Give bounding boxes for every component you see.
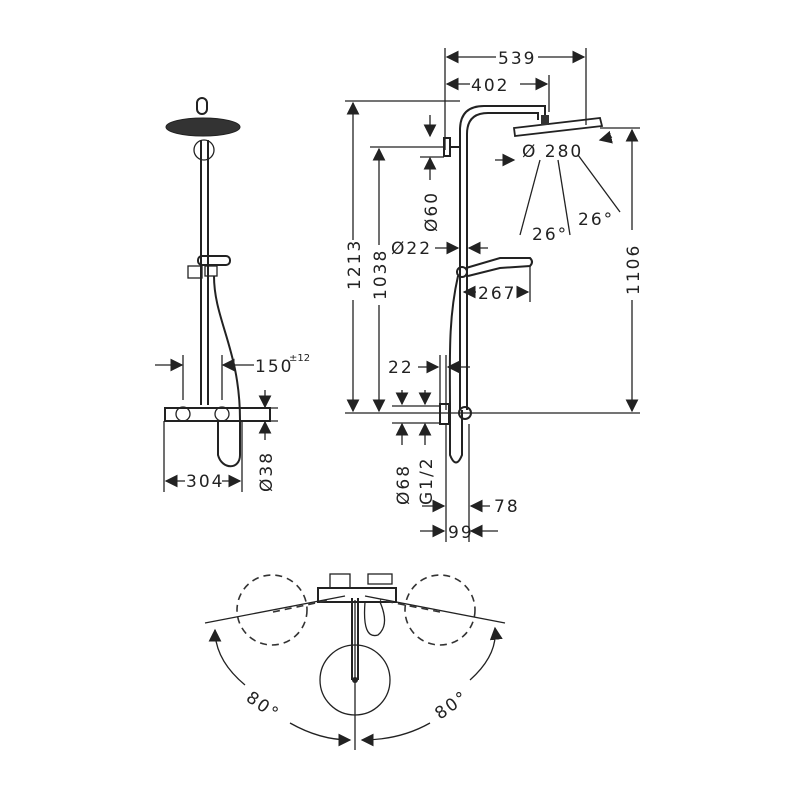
dim-wall-gap: 22 <box>388 358 414 378</box>
dim-pipe-diameter: Ø38 <box>257 451 277 492</box>
dim-tolerance: ±12 <box>289 353 310 364</box>
dim-hand-shower-length: 267 <box>478 284 516 304</box>
hand-shower <box>465 257 533 277</box>
dim-depth-78: 78 <box>494 497 520 517</box>
overhead-shower-head <box>165 117 241 137</box>
dim-riser-diameter: Ø22 <box>391 239 432 259</box>
head-top-knob <box>196 97 208 115</box>
dim-hose-offset: 150 <box>255 357 293 377</box>
front-view: 150 ±12 Ø38 304 <box>155 97 310 492</box>
dim-escutcheon-diameter: Ø68 <box>394 464 414 505</box>
dim-width: 304 <box>186 472 224 492</box>
dim-head-diameter: Ø 280 <box>522 142 583 162</box>
side-view: 539 402 Ø 280 26° 26° 1213 1038 Ø60 Ø22 <box>345 48 644 543</box>
dim-spray-angle-right: 26° <box>578 210 614 230</box>
top-view: 80° 80° <box>204 573 506 750</box>
swivel-angle-right: 80° <box>431 687 472 724</box>
riser-arm <box>459 105 546 410</box>
mixer-plan <box>317 587 397 603</box>
hand-shower-holder <box>197 255 231 266</box>
dim-arm-length: 402 <box>471 76 509 96</box>
swivel-angle-left: 80° <box>242 688 283 725</box>
dim-bracket-height: 1038 <box>371 249 391 300</box>
dim-bracket-diameter: Ø60 <box>422 191 442 232</box>
dim-overall-projection: 539 <box>498 49 536 69</box>
dim-overall-height: 1213 <box>345 239 365 290</box>
dim-thread: G1/2 <box>417 456 437 505</box>
dim-depth-99: 99 <box>448 523 474 543</box>
hose <box>213 275 241 468</box>
dim-spray-angle-left: 26° <box>532 225 568 245</box>
side-shower-head <box>512 117 604 137</box>
dim-head-height: 1106 <box>624 244 644 295</box>
